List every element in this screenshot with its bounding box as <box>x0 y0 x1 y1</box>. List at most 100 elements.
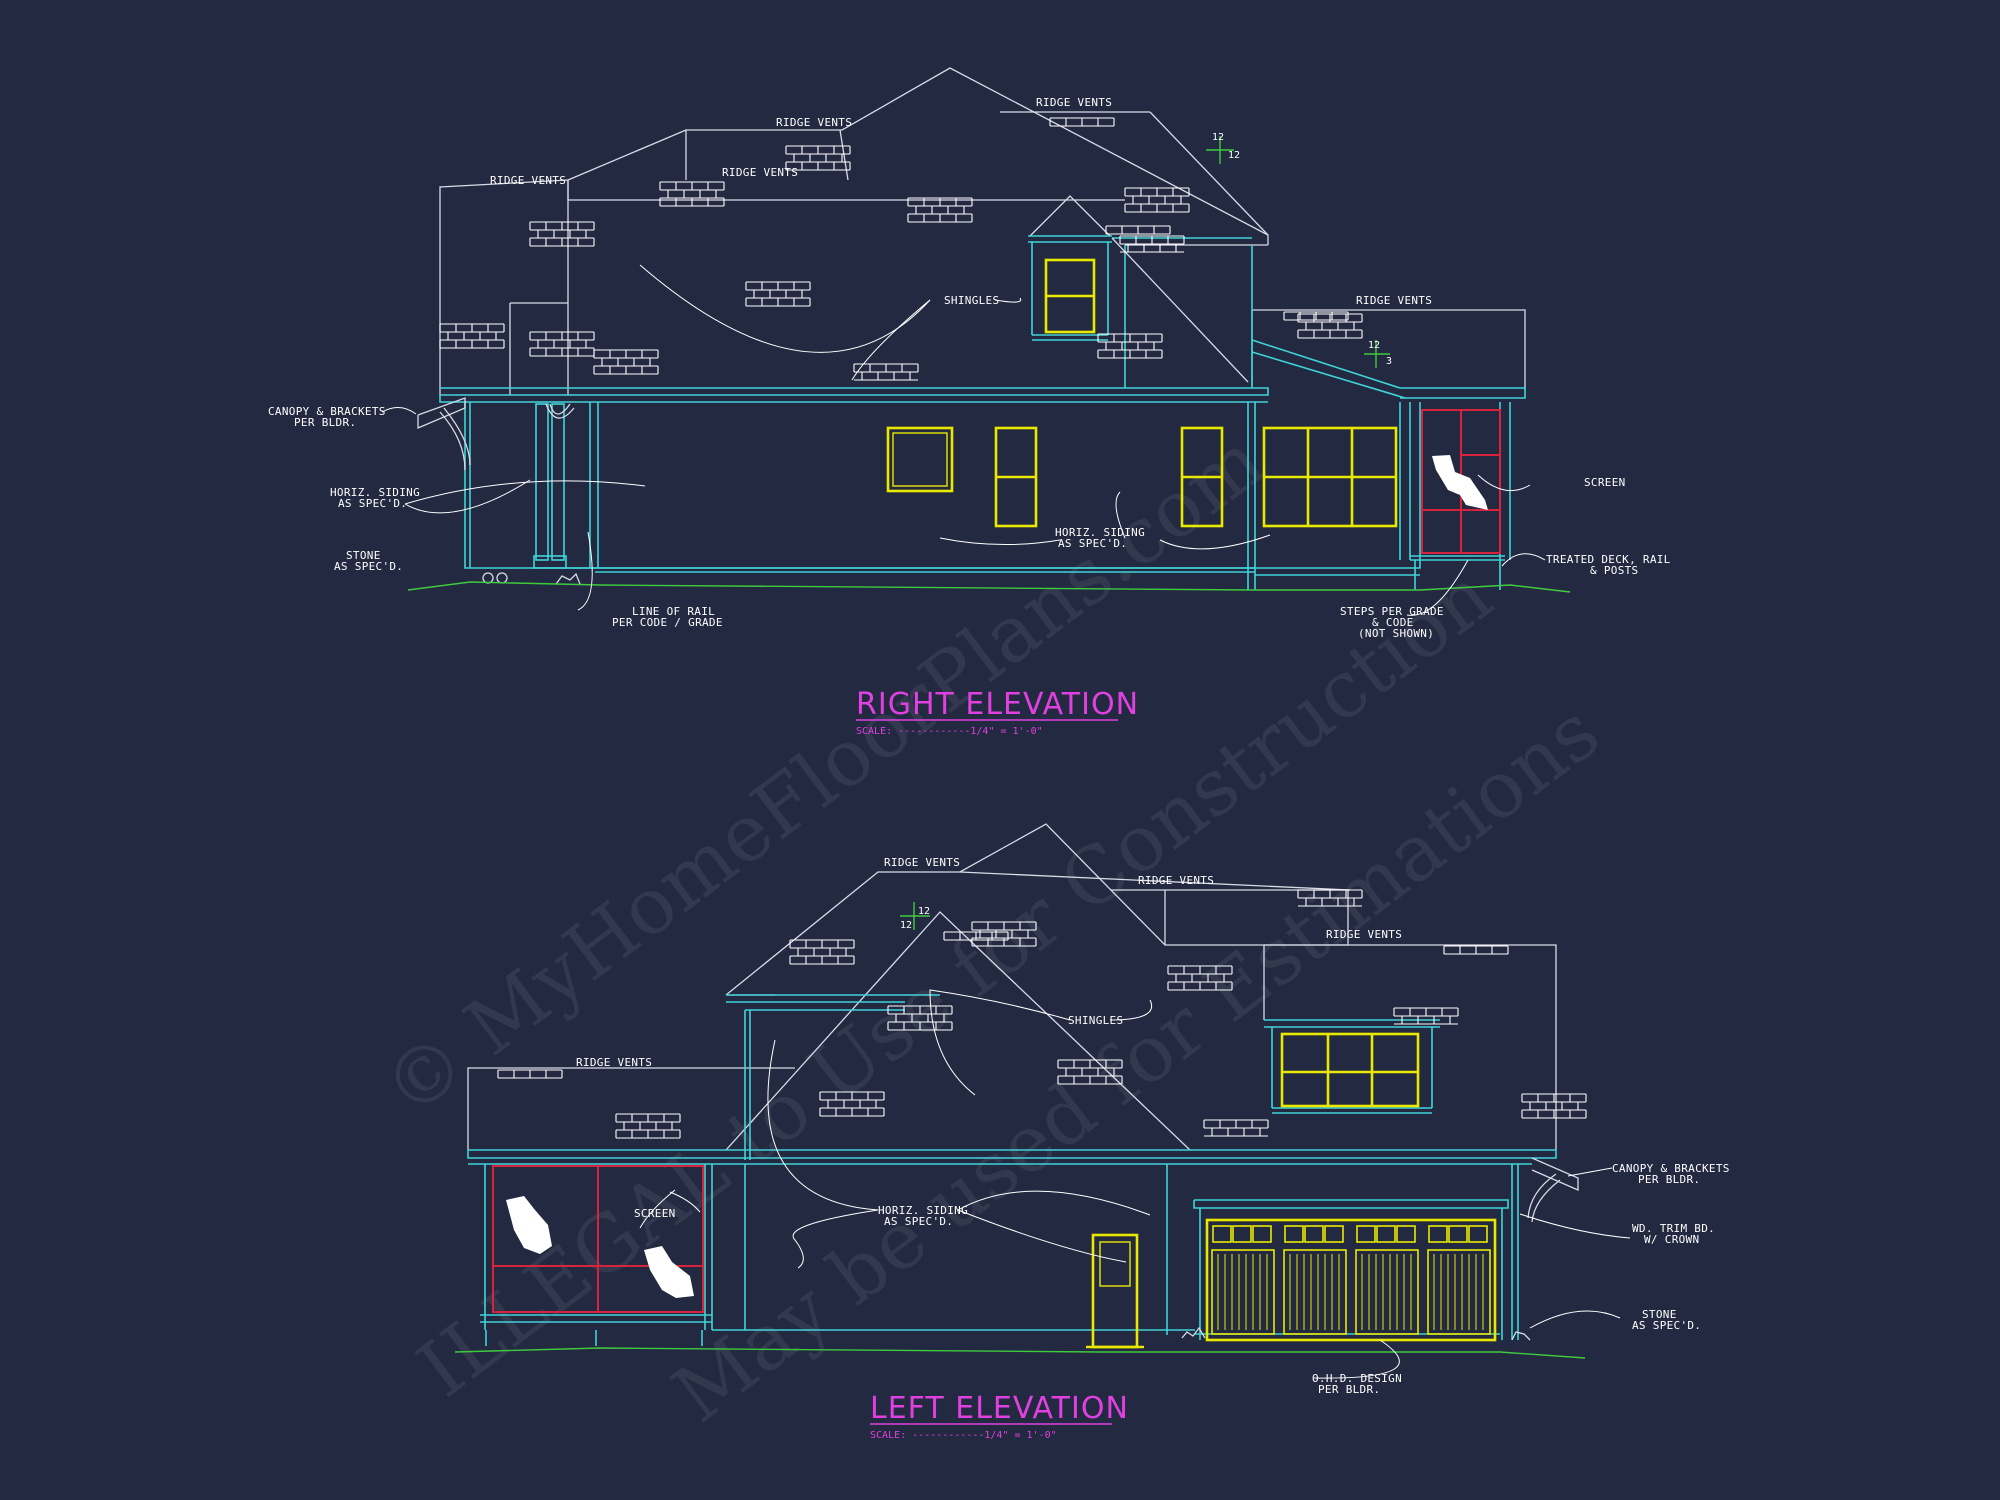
right-siding-left-label-2: AS SPEC'D. <box>338 497 407 510</box>
shingle-symbol <box>1119 235 1185 253</box>
shingle-symbol <box>1297 889 1363 907</box>
shingle-symbol <box>907 197 973 223</box>
garage-door-panel <box>1427 1225 1491 1335</box>
right-ridge-vents-label-3: RIDGE VENTS <box>722 166 798 179</box>
right-ridge-vents-label-1: RIDGE VENTS <box>490 174 566 187</box>
right-deck-label-2: & POSTS <box>1590 564 1638 577</box>
left-pitch-run: 12 <box>900 920 912 931</box>
shingle-symbol <box>1297 313 1363 339</box>
left-labels: RIDGE VENTS RIDGE VENTS RIDGE VENTS RIDG… <box>576 856 1730 1396</box>
right-windows <box>886 258 1398 528</box>
shingle-symbol <box>1393 1007 1459 1025</box>
left-ridge-vents-label-1: RIDGE VENTS <box>884 856 960 869</box>
left-ohd-label-1: O.H.D. DESIGN <box>1312 1372 1402 1385</box>
left-screen-porch <box>492 1165 704 1313</box>
shingle-symbol <box>659 181 725 207</box>
left-pitch-rise: 12 <box>918 906 930 917</box>
shingle-symbol <box>1049 117 1115 127</box>
right-screen-label: SCREEN <box>1584 476 1626 489</box>
shingle-symbol <box>887 1005 953 1031</box>
right-deck-label-1: TREATED DECK, RAIL <box>1546 553 1671 566</box>
shingle-symbol <box>529 221 595 247</box>
shingle-symbol <box>789 939 855 965</box>
left-stone-label-1: STONE <box>1642 1308 1677 1321</box>
right-labels: RIDGE VENTS RIDGE VENTS RIDGE VENTS RIDG… <box>268 96 1671 640</box>
right-pitch-marks: 12 12 12 3 <box>1206 132 1392 368</box>
shingle-symbol <box>1057 1059 1123 1085</box>
shingle-symbol <box>497 1069 563 1079</box>
left-grade-line <box>454 1347 1586 1359</box>
left-screen-label: SCREEN <box>634 1207 676 1220</box>
shingle-symbol <box>943 931 1009 941</box>
left-canopy-label-1: CANOPY & BRACKETS <box>1612 1162 1730 1175</box>
shingle-symbol <box>593 349 659 375</box>
shingle-symbol <box>1097 333 1163 359</box>
left-elevation-scale: SCALE: ------------1/4" = 1'-0" <box>870 1430 1057 1441</box>
left-shingles-label: SHINGLES <box>1068 1014 1123 1027</box>
shingle-symbol <box>615 1113 681 1139</box>
shingle-symbol <box>439 323 505 349</box>
garage-door-panel <box>1211 1225 1275 1335</box>
left-stone-label-2: AS SPEC'D. <box>1632 1319 1701 1332</box>
right-pitch-b-rise: 12 <box>1368 340 1380 351</box>
left-ridge-vents-label-2: RIDGE VENTS <box>1138 874 1214 887</box>
right-siding-left-label-1: HORIZ. SIDING <box>330 486 420 499</box>
right-canopy-label-1: CANOPY & BRACKETS <box>268 405 386 418</box>
shingle-symbol <box>1167 965 1233 991</box>
right-steps-label-2: & CODE <box>1372 616 1414 629</box>
right-pitch-a-rise: 12 <box>1212 132 1224 143</box>
left-elevation-title: LEFT ELEVATION <box>870 1391 1129 1426</box>
right-siding-mid-label-2: AS SPEC'D. <box>1058 537 1127 550</box>
left-siding-label-2: AS SPEC'D. <box>884 1215 953 1228</box>
right-leaders <box>381 264 1546 616</box>
left-door <box>1086 1233 1144 1349</box>
shingle-symbol <box>745 281 811 307</box>
right-elevation-title: RIGHT ELEVATION <box>856 687 1139 722</box>
left-ridge-vents-label-3: RIDGE VENTS <box>1326 928 1402 941</box>
left-trim-label-2: W/ CROWN <box>1644 1233 1699 1246</box>
left-dormer-windows <box>1280 1032 1420 1108</box>
right-ridge-vents-label-4: RIDGE VENTS <box>1036 96 1112 109</box>
left-ohd-label-2: PER BLDR. <box>1318 1383 1380 1396</box>
right-stone-label-1: STONE <box>346 549 381 562</box>
right-stone-label-2: AS SPEC'D. <box>334 560 403 573</box>
left-shingle-symbols <box>497 889 1587 1139</box>
left-pitch-marks: 12 12 <box>900 902 930 931</box>
right-siding-mid-label-1: HORIZ. SIDING <box>1055 526 1145 539</box>
left-leaders <box>639 989 1631 1379</box>
shingle-symbol <box>971 921 1037 947</box>
right-rail-label-2: PER CODE / GRADE <box>612 616 723 629</box>
left-canopy-label-2: PER BLDR. <box>1638 1173 1700 1186</box>
right-ridge-vents-label-5: RIDGE VENTS <box>1356 294 1432 307</box>
shingle-symbol <box>819 1091 885 1117</box>
right-steps-label-1: STEPS PER GRADE <box>1340 605 1444 618</box>
right-roof-outline <box>439 67 1526 403</box>
shingle-symbol <box>785 145 851 171</box>
right-shingle-symbols <box>439 117 1363 381</box>
right-screen-porch <box>1421 409 1501 554</box>
shingle-symbol <box>1283 311 1349 321</box>
left-trim-label-1: WD. TRIM BD. <box>1632 1222 1715 1235</box>
shingle-symbol <box>1124 187 1190 213</box>
left-siding-label-1: HORIZ. SIDING <box>878 1204 968 1217</box>
left-garage-door <box>1205 1218 1497 1342</box>
shingle-symbol <box>1443 945 1509 955</box>
shingle-symbol <box>1203 1119 1269 1137</box>
right-rail-label-1: LINE OF RAIL <box>632 605 715 618</box>
shingle-symbol <box>853 363 919 381</box>
right-ridge-vents-label-2: RIDGE VENTS <box>776 116 852 129</box>
shingle-symbol <box>529 331 595 357</box>
garage-door-panel <box>1355 1225 1419 1335</box>
right-canopy-label-2: PER BLDR. <box>294 416 356 429</box>
shingle-symbol <box>1521 1093 1587 1119</box>
right-shingles-label: SHINGLES <box>944 294 999 307</box>
right-pitch-a-run: 12 <box>1228 150 1240 161</box>
left-roof-outline <box>467 823 1557 1165</box>
right-elevation-scale: SCALE: ------------1/4" = 1'-0" <box>856 726 1043 737</box>
right-elevation: 12 12 12 3 RIDGE VENTS RIDGE VENTS RIDGE… <box>268 67 1671 737</box>
right-pitch-b-run: 3 <box>1386 356 1392 367</box>
right-grade-line <box>407 581 1571 593</box>
left-ridge-vents-label-4: RIDGE VENTS <box>576 1056 652 1069</box>
